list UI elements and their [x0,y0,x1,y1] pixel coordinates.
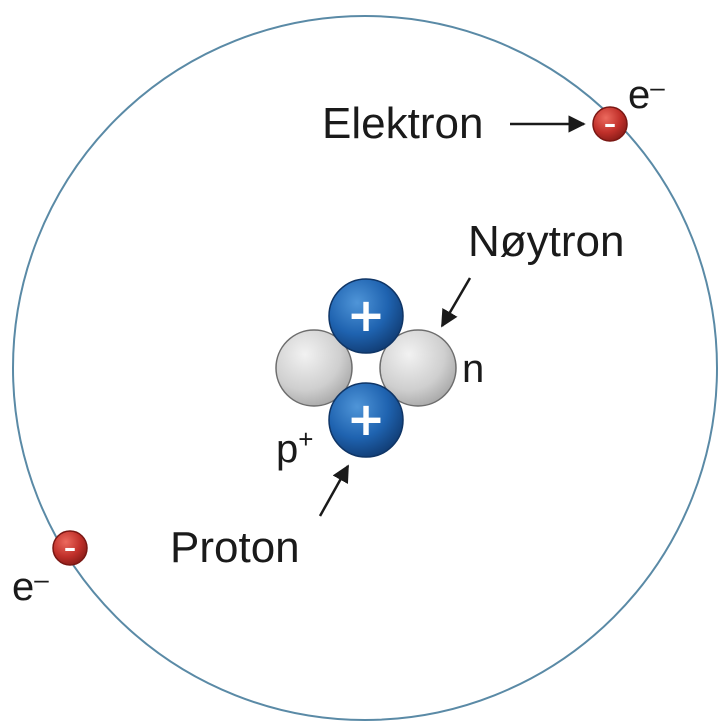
electron-top: – [592,106,628,142]
electron-orbit [12,15,718,721]
proton-bottom-plus-icon: + [347,392,386,446]
proton-top-plus-icon: + [347,288,386,342]
electron-top-minus-icon: – [604,110,616,138]
electron-left-minus-icon: – [64,534,76,562]
electron-top-symbol: e– [628,72,665,117]
neutron-symbol: n [462,347,484,391]
neutron-left [275,329,353,407]
proton-symbol: p+ [276,424,313,471]
proton-top [328,278,404,354]
electron-left-symbol: e– [12,564,49,609]
proton-bottom [328,382,404,458]
electron-left: – [52,530,88,566]
neutron-right [379,329,457,407]
proton-arrow [318,464,350,517]
neutron-arrow [440,277,472,328]
neutron-label: Nøytron [468,217,624,266]
proton-label: Proton [170,523,300,572]
nucleus: + + [275,278,457,458]
electron-label: Elektron [322,99,483,148]
